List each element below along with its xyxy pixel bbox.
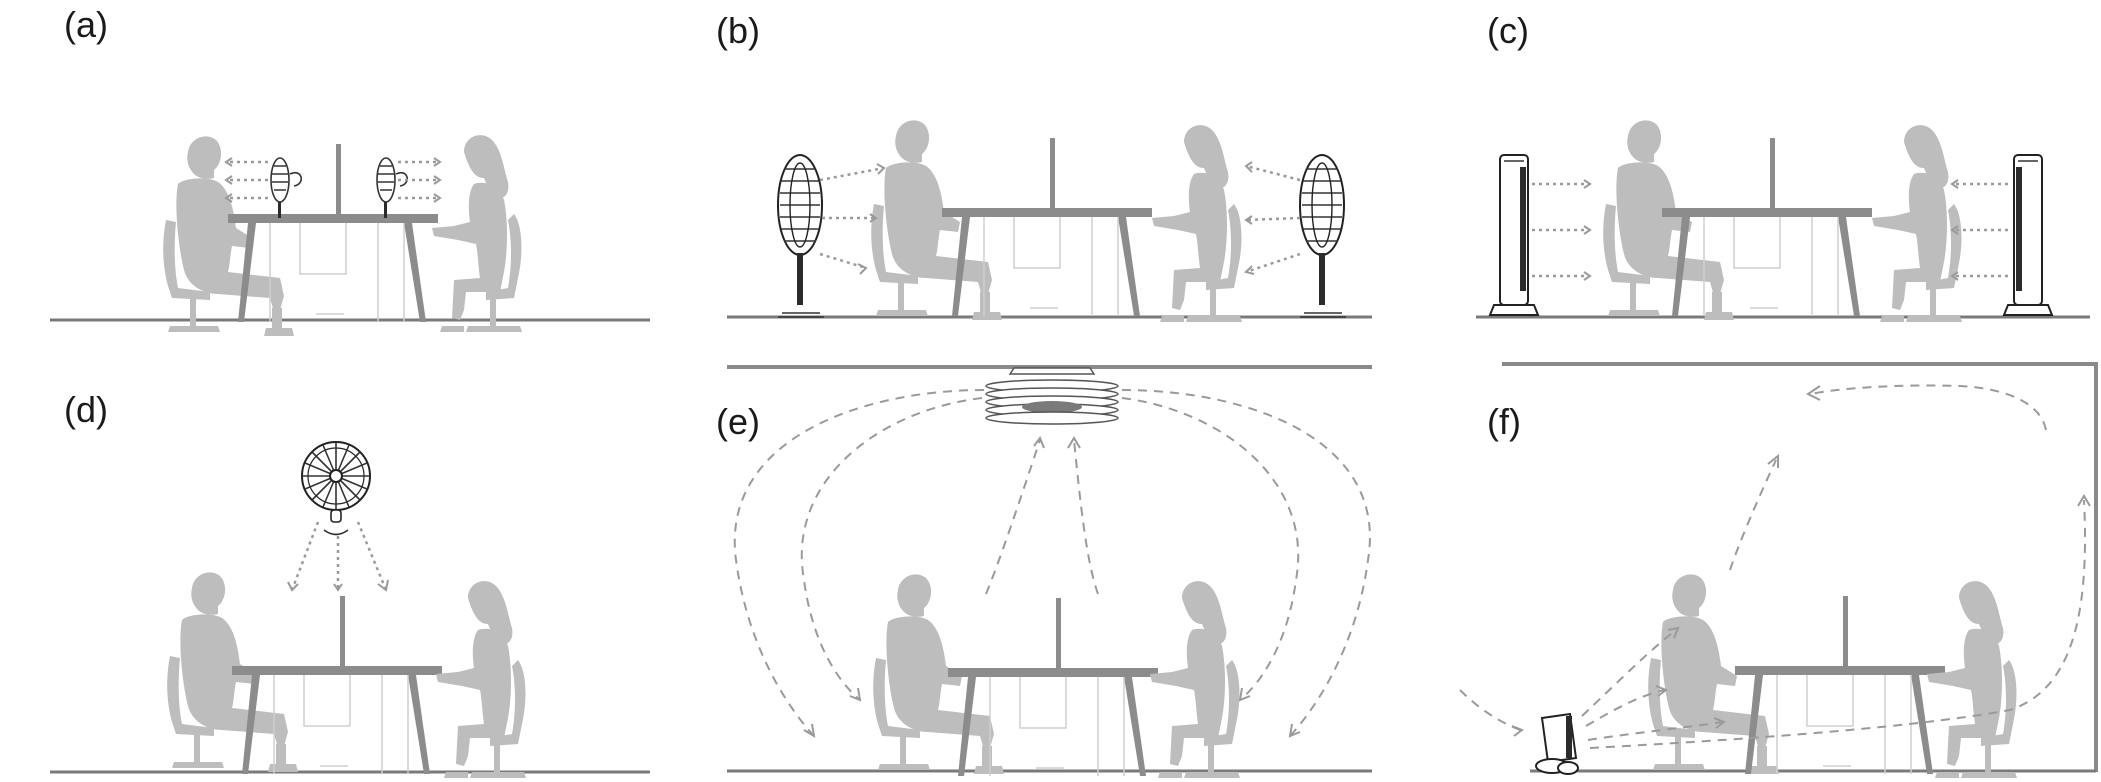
overhead-fan-icon bbox=[301, 441, 371, 536]
tower-fan-icon bbox=[1489, 154, 1539, 316]
panel-a-scene bbox=[50, 135, 650, 336]
seated-woman-icon bbox=[436, 581, 526, 778]
desk-fan-icon bbox=[270, 157, 303, 219]
panel-e-scene bbox=[727, 365, 1372, 778]
seated-woman-icon bbox=[1152, 125, 1242, 322]
pedestal-fan-icon bbox=[1299, 154, 1347, 318]
desk-with-monitor bbox=[947, 597, 1159, 777]
panel-label-f: (f) bbox=[1487, 401, 1521, 442]
desk-with-monitor bbox=[1661, 137, 1873, 317]
airflow-arrows bbox=[287, 521, 389, 592]
room-wall bbox=[1502, 362, 2098, 772]
airflow-arrows bbox=[819, 161, 1301, 275]
tower-fan-icon bbox=[2003, 154, 2053, 316]
desk-fan-icon bbox=[376, 157, 409, 219]
panel-label-d: (d) bbox=[64, 389, 108, 430]
airflow-arrows bbox=[1532, 179, 2008, 281]
desk-with-monitor bbox=[231, 595, 443, 775]
panel-d-scene bbox=[50, 441, 650, 778]
seated-man-icon bbox=[1603, 120, 1734, 320]
seated-woman-icon bbox=[432, 135, 522, 332]
seated-woman-icon bbox=[1150, 581, 1240, 778]
seated-woman-icon bbox=[1872, 125, 1962, 322]
desk-with-monitor bbox=[941, 137, 1153, 317]
panel-b-scene bbox=[727, 120, 1372, 322]
panel-label-e: (e) bbox=[716, 401, 760, 442]
airflow-arrows bbox=[733, 389, 1371, 738]
panel-label-a: (a) bbox=[64, 4, 108, 45]
panel-c-scene bbox=[1476, 120, 2090, 322]
airflow-arrows bbox=[224, 157, 442, 203]
panel-f-scene bbox=[1459, 362, 2098, 778]
ceiling-fan-icon bbox=[985, 367, 1119, 425]
floor-fan-icon bbox=[1535, 712, 1579, 775]
panel-label-b: (b) bbox=[716, 10, 760, 51]
airflow-arrows bbox=[1459, 384, 2091, 749]
seated-woman-icon bbox=[1927, 581, 2017, 778]
panel-label-c: (c) bbox=[1487, 10, 1529, 51]
pedestal-fan-icon bbox=[777, 154, 825, 318]
seated-man-icon bbox=[871, 120, 1002, 320]
